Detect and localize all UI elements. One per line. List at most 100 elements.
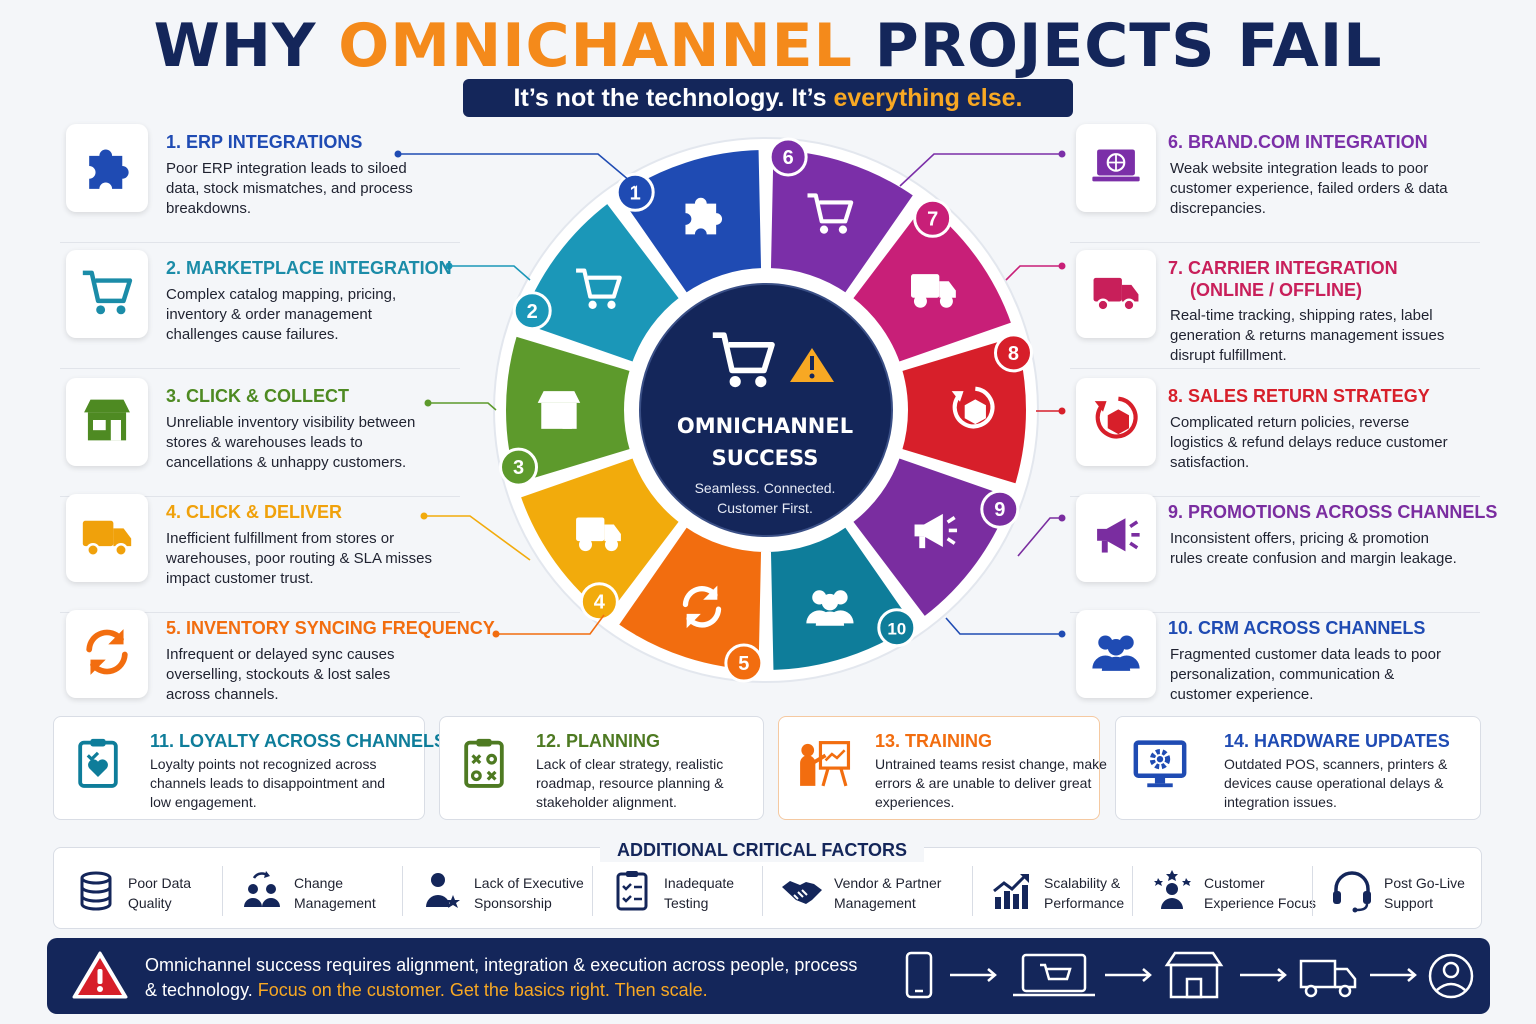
connector-line	[449, 265, 531, 281]
connector-line	[899, 153, 1062, 187]
segment-number-badge	[993, 333, 1033, 373]
cart-icon	[79, 264, 135, 325]
factor-divider	[1312, 866, 1313, 916]
cart-icon	[807, 193, 854, 234]
factor-label: Inadequate Testing	[664, 875, 735, 911]
wheel-segment-7	[847, 198, 1016, 367]
segment-number: 7	[927, 208, 938, 230]
center-title-line2: SUCCESS	[711, 446, 819, 470]
wheel-segment-6	[766, 146, 919, 298]
factor-divider	[402, 866, 403, 916]
factor-item: Post Go-Live Support	[1330, 868, 1465, 918]
center-title-line1: OMNICHANNEL	[676, 414, 854, 438]
customer-star-icon	[1150, 869, 1194, 918]
footer-text-accent: Focus on the customer. Get the basics ri…	[257, 980, 708, 1000]
factor-label: Change Management	[294, 875, 376, 911]
wheel-segment-10	[766, 522, 919, 674]
title-part1: WHY	[153, 11, 339, 81]
factor-item: Change Management	[240, 868, 376, 918]
right-item-title: 6. BRAND.COM INTEGRATION	[1168, 132, 1428, 152]
right-item-icon-box	[1076, 378, 1156, 466]
card-title: 14. HARDWARE UPDATES	[1224, 731, 1450, 751]
left-item-title: 2. MARKETPLACE INTEGRATION	[166, 258, 452, 278]
left-item-desc: Infrequent or delayed sync causes overse…	[166, 646, 395, 703]
factor-item: Vendor & Partner Management	[780, 868, 941, 918]
segment-number: 1	[630, 182, 641, 204]
center-tagline-line1: Seamless. Connected.	[694, 480, 836, 496]
segment-number-badge	[913, 198, 953, 238]
segment-number-badge	[724, 643, 764, 683]
segment-number-badge	[579, 582, 619, 622]
right-separator	[1070, 612, 1480, 613]
right-item-icon-box	[1076, 610, 1156, 698]
factor-label: Post Go-Live Support	[1384, 875, 1465, 911]
segment-number: 4	[594, 592, 606, 614]
card-desc: Outdated POS, scanners, printers & devic…	[1224, 756, 1448, 810]
wheel-segment-2	[516, 198, 685, 367]
right-item-subtitle: (ONLINE / OFFLINE)	[1190, 280, 1362, 300]
subtitle-part1: It’s not the technology. It’s	[513, 84, 834, 112]
factor-label: Scalability & Performance	[1044, 875, 1125, 911]
growth-chart-icon	[990, 869, 1034, 918]
factor-divider	[972, 866, 973, 916]
center-cart-icon	[712, 332, 775, 388]
issue-card: 14. HARDWARE UPDATES Outdated POS, scann…	[1115, 716, 1481, 820]
right-item-icon-box	[1076, 494, 1156, 582]
wheel-segment-5	[613, 522, 766, 674]
arrow-icon	[1240, 968, 1287, 982]
issue-card: 13. TRAINING Untrained teams resist chan…	[778, 716, 1107, 820]
connector-line	[428, 402, 497, 411]
issue-card: 11. LOYALTY ACROSS CHANNELS Loyalty poin…	[53, 716, 446, 820]
handshake-icon	[780, 869, 824, 918]
right-item-desc: Real-time tracking, shipping rates, labe…	[1170, 307, 1445, 364]
card-title: 12. PLANNING	[536, 731, 661, 751]
people-icon	[806, 590, 854, 626]
left-item-desc: Inefficient fulfillment from stores or w…	[166, 530, 432, 587]
connector-line	[1017, 517, 1062, 557]
segment-number: 2	[527, 301, 538, 323]
left-separator	[60, 242, 460, 243]
arrow-icon	[1370, 968, 1417, 982]
right-item-icon-box	[1076, 124, 1156, 212]
segment-number: 5	[738, 653, 749, 675]
change-people-icon	[240, 869, 284, 918]
trainer-icon	[795, 735, 851, 801]
center-tagline-line2: Customer First.	[717, 500, 813, 516]
wheel-segment-1	[613, 146, 766, 298]
factor-item: Inadequate Testing	[610, 868, 734, 918]
delivery-truck-icon	[1090, 266, 1142, 323]
strategy-board-icon	[456, 735, 508, 801]
store-icon	[1164, 951, 1224, 999]
right-separator	[1070, 368, 1480, 369]
truck-icon	[576, 517, 621, 552]
megaphone-icon	[1090, 510, 1142, 567]
segment-number-badge	[615, 172, 655, 212]
checklist-icon	[610, 869, 654, 918]
puzzle-icon	[685, 197, 723, 235]
factor-divider	[592, 866, 593, 916]
segment-number: 8	[1008, 343, 1019, 365]
page-title: WHY OMNICHANNEL PROJECTS FAIL	[0, 14, 1536, 78]
store-icon	[537, 391, 581, 429]
card-desc: Lack of clear strategy, realistic roadma…	[536, 756, 724, 810]
left-separator	[60, 496, 460, 497]
right-separator	[1070, 242, 1480, 243]
connector-line	[424, 515, 531, 561]
segment-number-badge	[768, 137, 808, 177]
return-box-icon	[1090, 394, 1142, 451]
store-icon	[79, 392, 135, 453]
title-part2: PROJECTS FAIL	[852, 11, 1383, 81]
sync-icon	[79, 624, 135, 685]
left-item-icon-box	[66, 378, 148, 466]
center-warning-icon	[790, 348, 834, 382]
truck-icon	[79, 508, 135, 569]
wheel-segment-3	[502, 331, 635, 489]
factor-divider	[1132, 866, 1133, 916]
left-item-icon-box	[66, 494, 148, 582]
segment-number-badge	[499, 447, 539, 487]
issue-card: 12. PLANNING Lack of clear strategy, rea…	[439, 716, 764, 820]
executive-icon	[420, 869, 464, 918]
factor-item: Poor Data Quality	[74, 868, 191, 918]
sync-icon	[682, 585, 722, 629]
connector-line	[1005, 265, 1062, 281]
